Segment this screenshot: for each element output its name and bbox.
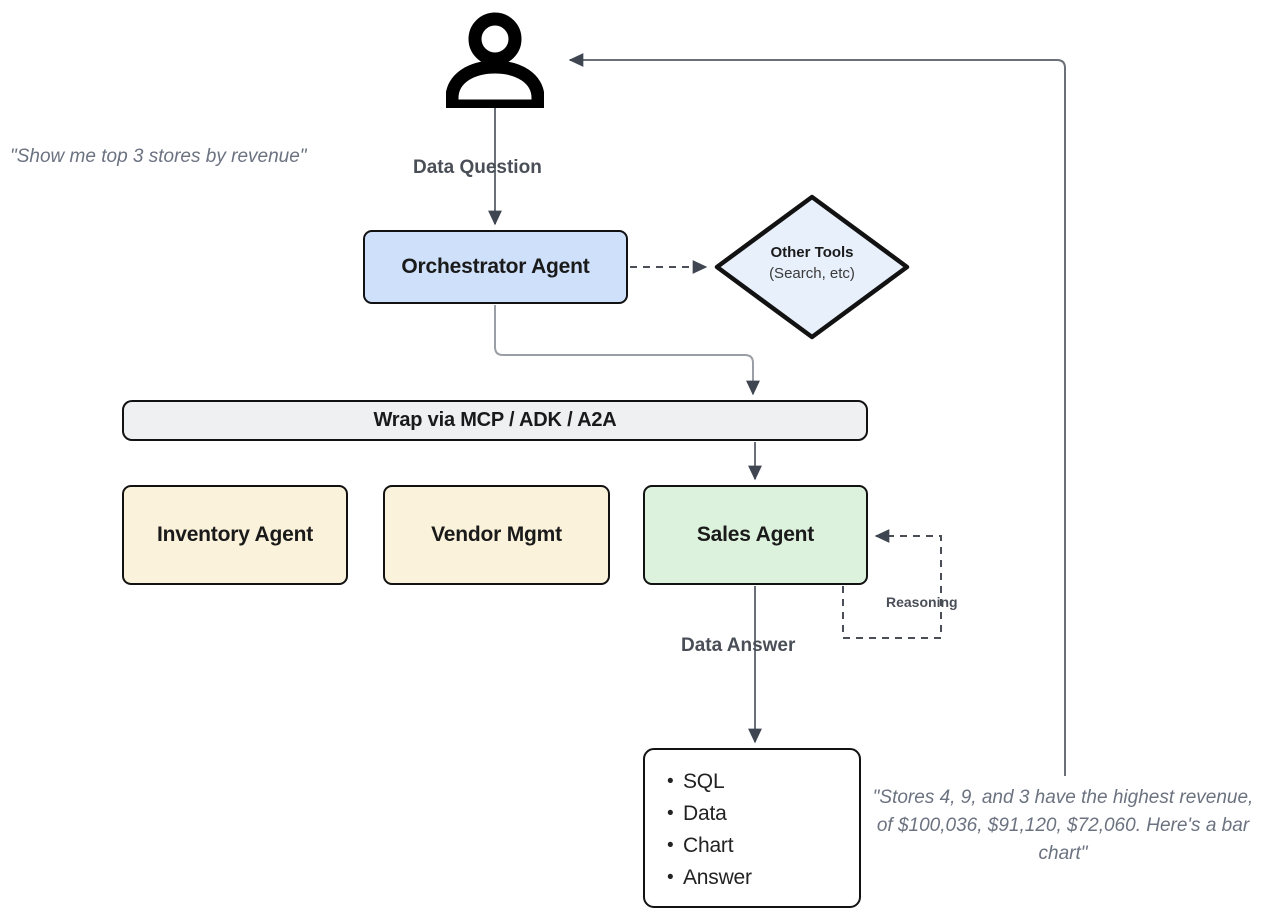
answer-list-item: Answer xyxy=(667,862,859,894)
edge-label-data-answer: Data Answer xyxy=(681,635,796,656)
other-tools-subtitle: (Search, etc) xyxy=(769,265,855,282)
node-other-tools-diamond[interactable]: Other Tools (Search, etc) xyxy=(712,192,912,342)
answer-list-item: Chart xyxy=(667,830,859,862)
answer-item-list: SQLDataChartAnswer xyxy=(667,766,859,894)
other-tools-title: Other Tools xyxy=(770,244,854,261)
node-vendor-mgmt-agent[interactable]: Vendor Mgmt xyxy=(383,485,610,585)
edge-label-data-question: Data Question xyxy=(413,157,542,178)
node-answer-output-box[interactable]: SQLDataChartAnswer xyxy=(643,748,861,908)
agent-answer-quote: "Stores 4, 9, and 3 have the highest rev… xyxy=(872,787,1254,864)
user-person-icon xyxy=(446,12,544,108)
node-inventory-agent[interactable]: Inventory Agent xyxy=(122,485,348,585)
answer-list-item: Data xyxy=(667,798,859,830)
user-question-quote: "Show me top 3 stores by revenue" xyxy=(10,146,307,167)
answer-list-item: SQL xyxy=(667,766,859,798)
other-tools-label-group: Other Tools (Search, etc) xyxy=(712,242,912,285)
node-sales-agent[interactable]: Sales Agent xyxy=(643,485,868,585)
diamond-shape xyxy=(714,194,910,340)
node-mcp-wrap-bar[interactable]: Wrap via MCP / ADK / A2A xyxy=(122,400,868,441)
edge-label-reasoning: Reasoning xyxy=(886,594,958,610)
node-orchestrator-agent[interactable]: Orchestrator Agent xyxy=(363,230,628,304)
